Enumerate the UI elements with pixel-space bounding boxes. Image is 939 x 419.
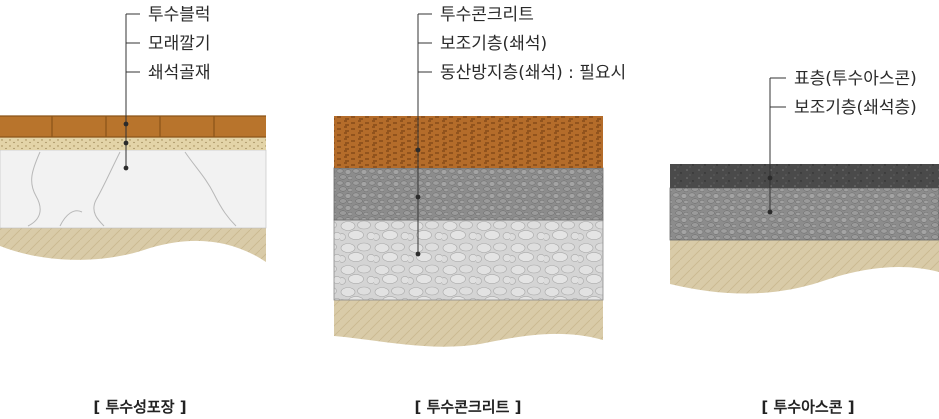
label-crushed-aggregate: 쇄석골재 — [148, 63, 211, 83]
subgrade-soil — [670, 240, 939, 294]
permeable-block-layer — [0, 116, 266, 137]
subgrade-soil — [334, 300, 603, 347]
label-permeable-block: 투수블럭 — [148, 5, 211, 25]
caption-permeable-paving: [ 투수성포장 ] — [93, 398, 186, 416]
permeable-asphalt-section: 표층(투수아스콘) 보조기층(쇄석층) [ 투수아스콘 ] — [669, 69, 939, 416]
label-permeable-concrete: 투수콘크리트 — [440, 5, 534, 25]
caption-permeable-concrete: [ 투수콘크리트 ] — [415, 398, 522, 416]
frost-protection-layer — [333, 219, 604, 301]
permeable-concrete-section: 투수콘크리트 보조기층(쇄석) 동산방지층(쇄석) : 필요시 [ 투수콘크리트… — [333, 5, 626, 416]
subbase-crushed-layer — [669, 187, 939, 241]
crushed-aggregate-layer — [0, 149, 267, 229]
caption-permeable-asphalt: [ 투수아스콘 ] — [761, 398, 854, 416]
label-subbase: 보조기층(쇄석) — [440, 34, 547, 54]
label-frost-protection: 동산방지층(쇄석) : 필요시 — [440, 63, 626, 83]
subgrade-soil — [0, 228, 266, 262]
label-subbase-crushed: 보조기층(쇄석층) — [794, 98, 917, 118]
subbase-layer — [333, 167, 604, 221]
aggregate-cracks — [27, 151, 237, 227]
label-sand-bedding: 모래깔기 — [148, 34, 211, 54]
sand-bedding-layer — [0, 137, 266, 150]
permeable-block-section: 투수블럭 모래깔기 쇄석골재 [ 투수성포장 ] — [0, 5, 267, 416]
permeable-concrete-layer — [334, 116, 603, 168]
surface-asphalt-layer — [670, 164, 939, 188]
block-joints — [0, 115, 266, 138]
label-surface-asphalt: 표층(투수아스콘) — [794, 69, 917, 89]
